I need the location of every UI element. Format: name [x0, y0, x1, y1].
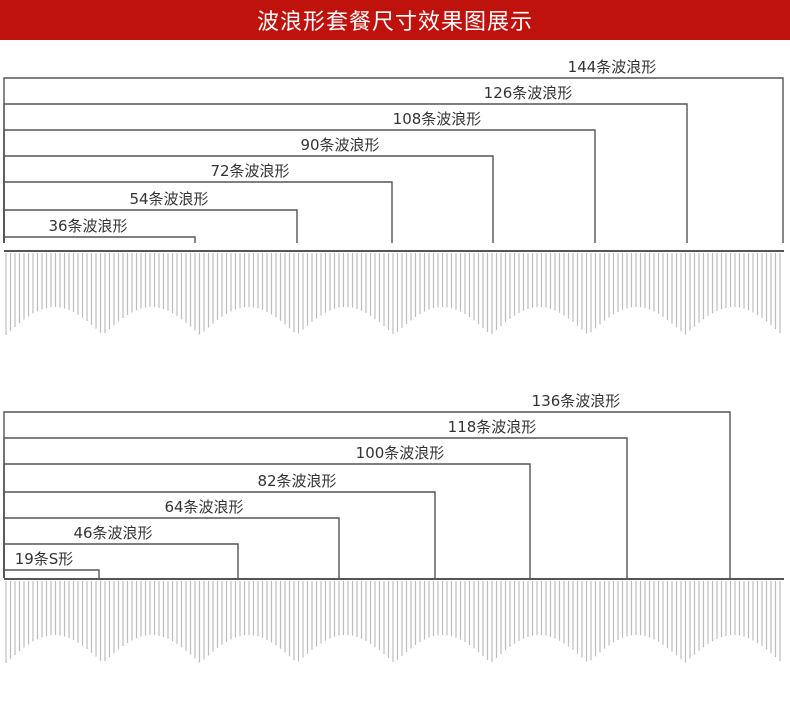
size-label: 108条波浪形 — [393, 110, 482, 128]
size-label: 90条波浪形 — [300, 136, 379, 154]
bracket-line — [3, 543, 239, 578]
bottom-bracket-2: 100条波浪形 — [3, 444, 531, 578]
size-label: 64条波浪形 — [164, 498, 243, 516]
size-label: 136条波浪形 — [532, 392, 621, 410]
bracket-line — [3, 236, 196, 243]
top-bracket-0: 144条波浪形 — [3, 58, 784, 243]
wave-curtain — [5, 581, 781, 663]
size-label: 82条波浪形 — [257, 472, 336, 490]
bracket-line — [3, 569, 100, 578]
header-banner: 波浪形套餐尺寸效果图展示 — [0, 0, 790, 40]
top-bracket-6: 36条波浪形 — [3, 217, 196, 243]
size-label: 19条S形 — [15, 550, 74, 568]
page-title: 波浪形套餐尺寸效果图展示 — [256, 10, 533, 35]
wave-curtain — [5, 253, 781, 335]
size-label: 54条波浪形 — [129, 190, 208, 208]
size-label: 118条波浪形 — [448, 418, 537, 436]
bottom-bracket-6: 19条S形 — [3, 550, 100, 578]
size-label: 144条波浪形 — [568, 58, 657, 76]
size-label: 126条波浪形 — [484, 84, 573, 102]
bracket-line — [3, 437, 628, 578]
size-label: 46条波浪形 — [73, 524, 152, 542]
bracket-line — [3, 209, 298, 243]
bracket-line — [3, 517, 340, 578]
size-label: 36条波浪形 — [48, 217, 127, 235]
bracket-line — [3, 411, 731, 578]
bottom-bracket-0: 136条波浪形 — [3, 392, 731, 578]
bottom-bracket-1: 118条波浪形 — [3, 418, 628, 578]
top-bracket-5: 54条波浪形 — [3, 190, 298, 243]
size-label: 100条波浪形 — [356, 444, 445, 462]
bottom-bracket-5: 46条波浪形 — [3, 524, 239, 578]
size-label: 72条波浪形 — [210, 162, 289, 180]
